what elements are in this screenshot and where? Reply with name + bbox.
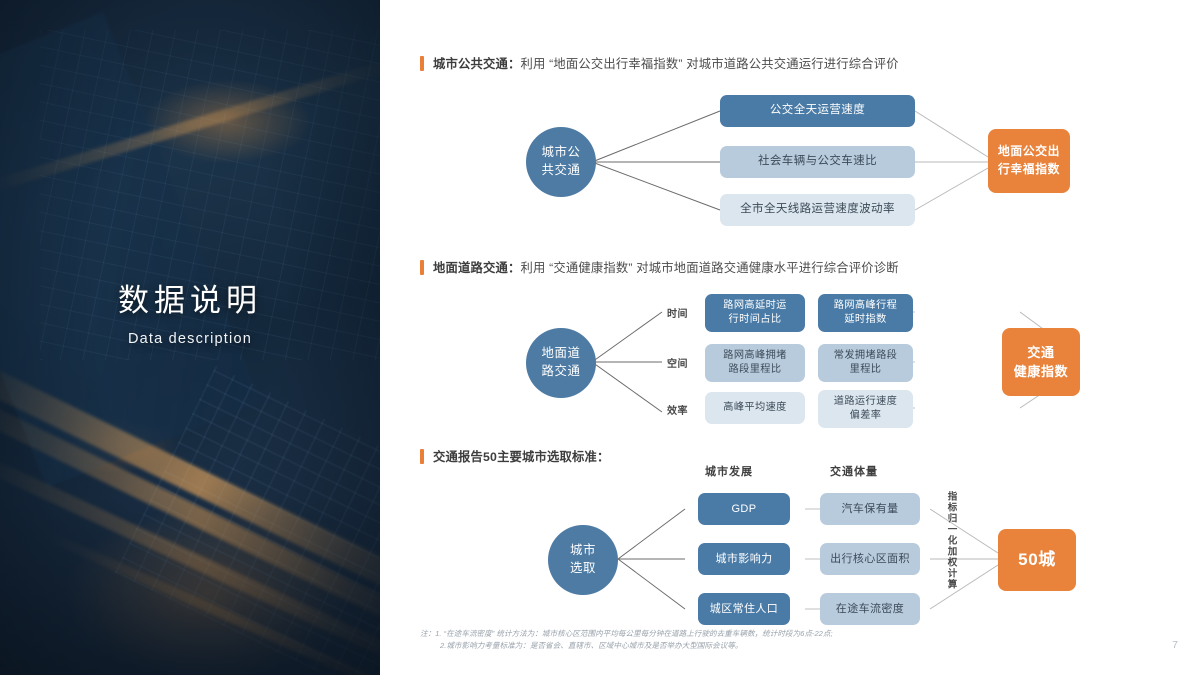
metric-line: 行时间占比: [728, 314, 782, 325]
node-label-line: 地面道: [541, 346, 581, 361]
metric-box: 路网高峰拥堵 路段里程比: [705, 344, 805, 382]
metric-line: 路网高延时运: [723, 300, 787, 312]
node-root-road-traffic: 地面道 路交通: [526, 328, 596, 398]
node-label-line: 路交通: [541, 364, 581, 378]
metric-line: 延时指数: [844, 314, 887, 325]
heading-accent-bar: [420, 55, 424, 71]
page-title: 数据说明: [118, 283, 262, 318]
metric-line: 路段里程比: [728, 364, 782, 375]
diagram-connectors: [591, 110, 989, 211]
result-box-50-cities: 50城: [998, 529, 1076, 591]
metric-line: 高峰平均速度: [723, 402, 787, 414]
diagram-road-traffic: 地面道 路交通 时间 空间 效率 路网高延时运 行时间占比 路网高峰拥堵 路段里…: [380, 290, 1100, 430]
section-heading-city-selection: 交通报告50主要城市选取标准：: [420, 447, 610, 465]
footnote-line-1: 注：1. “在途车流密度” 统计方法为：城市核心区范围内平均每公里每分钟在道路上…: [420, 628, 833, 638]
result-label-line: 行幸福指数: [998, 162, 1060, 176]
criteria-label: 城市影响力: [715, 552, 773, 565]
metric-box-label: 全市全天线路运营速度波动率: [740, 203, 895, 216]
column-header-traffic-volume: 交通体量: [830, 466, 878, 478]
result-box-happiness-index: 地面公交出 行幸福指数: [988, 129, 1070, 193]
diagram-city-selection: 城市发展 交通体量 城市 选取 GDP 城市影响力 城区常住人口 汽车保有量 出…: [380, 465, 1080, 625]
metric-line: 道路运行速度: [833, 396, 898, 408]
metric-line: 偏差率: [849, 410, 882, 421]
node-root-public-transit: 城市公 共交通: [526, 127, 596, 197]
result-label-line: 50城: [1018, 550, 1056, 570]
metric-box: 社会车辆与公交车速比: [720, 146, 915, 178]
footnote-line-2: 2.城市影响力考量标准为：是否省会、直辖市、区域中心城市及是否举办大型国际会议等…: [440, 641, 743, 651]
dimension-label-time: 时间: [667, 309, 688, 320]
metric-box-label: 社会车辆与公交车速比: [758, 155, 877, 168]
diagram-connectors: [617, 508, 999, 610]
metric-box-label: 路网高峰拥堵 路段里程比: [723, 349, 787, 377]
metric-box: 路网高延时运 行时间占比: [705, 294, 805, 332]
heading-text: 城市公共交通：利用 “地面公交出行幸福指数” 对城市道路公共交通运行进行综合评价: [433, 54, 899, 72]
page-number: 7: [1172, 639, 1178, 651]
heading-label: 城市公共交通：: [433, 57, 521, 71]
diagram-public-transit: 城市公 共交通 公交全天运营速度 社会车辆与公交车速比 全市全天线路运营速度波动…: [380, 85, 1080, 230]
metric-box: 路网高峰行程 延时指数: [818, 294, 913, 332]
dimension-label-space: 空间: [667, 359, 688, 370]
metric-line: 路网高峰拥堵: [723, 350, 787, 362]
criteria-box: 城市影响力: [698, 543, 790, 575]
side-label-weighted-calculation: 指标归一化加权计算: [945, 491, 957, 590]
criteria-label: 在途车流密度: [835, 602, 905, 615]
result-box-health-index: 交通 健康指数: [1002, 328, 1080, 396]
metric-box-label: 公交全天运营速度: [769, 104, 866, 117]
metric-box-label: 路网高峰行程 延时指数: [834, 299, 898, 327]
node-label-line: 城市: [570, 543, 596, 558]
metric-box: 道路运行速度 偏差率: [818, 390, 913, 428]
metric-box-label: 道路运行速度 偏差率: [834, 395, 898, 423]
node-root-city-selection: 城市 选取: [548, 525, 618, 595]
heading-label: 地面道路交通：: [433, 261, 521, 275]
metric-box: 常发拥堵路段 里程比: [818, 344, 913, 382]
criteria-box: 在途车流密度: [820, 593, 920, 625]
result-label-line: 地面公交出: [998, 144, 1060, 159]
heading-accent-bar: [420, 259, 424, 275]
criteria-label: 城区常住人口: [709, 602, 779, 615]
heading-text: 交通报告50主要城市选取标准：: [433, 447, 610, 465]
node-label-line: 选取: [570, 561, 596, 575]
cover-title-block: 数据说明 Data description: [0, 283, 380, 348]
criteria-box: GDP: [698, 493, 790, 525]
heading-label: 交通报告50主要城市选取标准：: [433, 450, 610, 464]
content-area: 城市公共交通：利用 “地面公交出行幸福指数” 对城市道路公共交通运行进行综合评价…: [380, 0, 1200, 675]
criteria-label: 汽车保有量: [841, 502, 899, 515]
section-heading-public-transit: 城市公共交通：利用 “地面公交出行幸福指数” 对城市道路公共交通运行进行综合评价: [420, 54, 899, 72]
heading-description: 利用 “地面公交出行幸福指数” 对城市道路公共交通运行进行综合评价: [520, 57, 899, 71]
node-label-line: 共交通: [541, 163, 581, 177]
criteria-box: 城区常住人口: [698, 593, 790, 625]
heading-accent-bar: [420, 448, 424, 464]
section-heading-road-traffic: 地面道路交通：利用 “交通健康指数” 对城市地面道路交通健康水平进行综合评价诊断: [420, 258, 899, 276]
metric-box-label: 常发拥堵路段 里程比: [834, 349, 898, 377]
metric-line: 路网高峰行程: [833, 300, 898, 312]
metric-box-label: 路网高延时运 行时间占比: [723, 299, 787, 327]
column-header-city-development: 城市发展: [705, 466, 753, 478]
photo-bottom-shade: [0, 495, 380, 675]
criteria-label: GDP: [731, 502, 757, 515]
dimension-label-efficiency: 效率: [667, 406, 688, 417]
page-subtitle: Data description: [128, 331, 252, 348]
metric-line: 常发拥堵路段: [833, 350, 898, 362]
criteria-label: 出行核心区面积: [830, 552, 910, 565]
heading-text: 地面道路交通：利用 “交通健康指数” 对城市地面道路交通健康水平进行综合评价诊断: [433, 258, 899, 276]
metric-box: 公交全天运营速度: [720, 95, 915, 127]
heading-description: 利用 “交通健康指数” 对城市地面道路交通健康水平进行综合评价诊断: [520, 261, 899, 275]
node-label-line: 城市公: [541, 145, 581, 160]
metric-line: 里程比: [849, 364, 882, 375]
metric-box: 全市全天线路运营速度波动率: [720, 194, 915, 226]
result-label-line: 交通: [1027, 344, 1055, 360]
footnote: 注：1. “在途车流密度” 统计方法为：城市核心区范围内平均每公里每分钟在道路上…: [420, 628, 1100, 653]
criteria-box: 出行核心区面积: [820, 543, 920, 575]
cover-photo-panel: 数据说明 Data description: [0, 0, 380, 675]
metric-box: 高峰平均速度: [705, 392, 805, 424]
result-label-line: 健康指数: [1013, 364, 1069, 379]
criteria-box: 汽车保有量: [820, 493, 920, 525]
